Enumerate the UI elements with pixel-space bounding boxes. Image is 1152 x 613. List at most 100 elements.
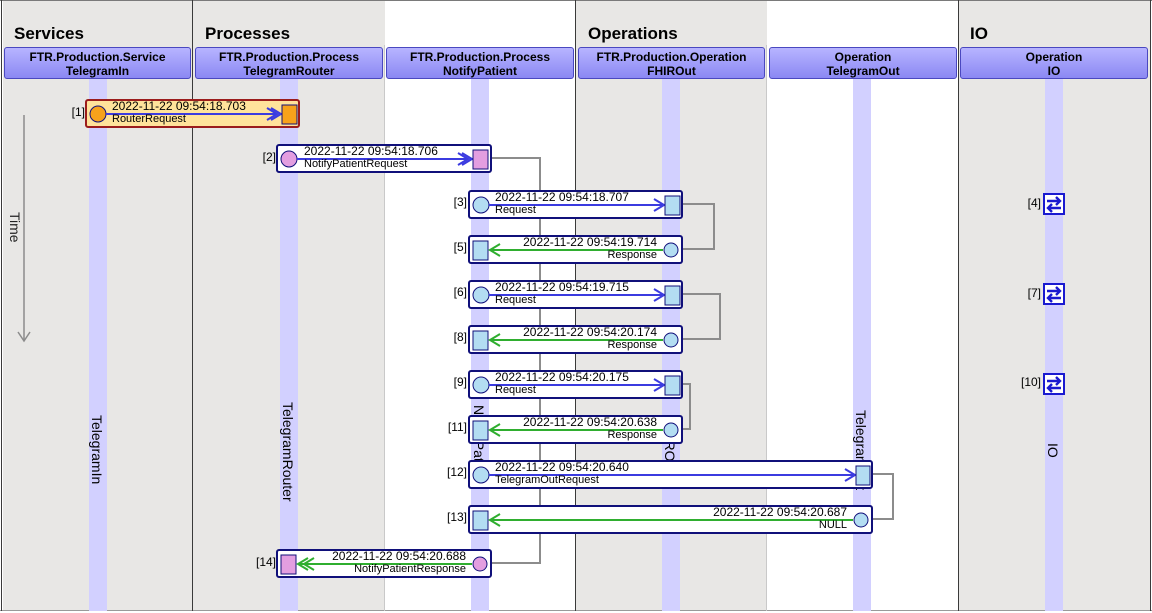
column-separator bbox=[384, 45, 385, 611]
message-timestamp: 2022-11-22 09:54:19.714 bbox=[523, 235, 657, 249]
message-index: [6] bbox=[453, 285, 467, 299]
message-index: [2] bbox=[262, 150, 276, 164]
column-header-telegramrouter[interactable]: FTR.Production.Process TelegramRouter bbox=[195, 47, 383, 79]
call-connector bbox=[683, 203, 715, 250]
call-connector bbox=[683, 383, 691, 430]
group-title-services: Services bbox=[14, 24, 84, 43]
message-name: Response bbox=[607, 429, 657, 441]
top-border bbox=[0, 0, 1152, 1]
message-graphic bbox=[472, 420, 679, 441]
message-timestamp: 2022-11-22 09:54:20.688 bbox=[332, 549, 466, 563]
message-name: NULL bbox=[818, 519, 847, 531]
message-index: [5] bbox=[453, 240, 467, 254]
message-name: RouterRequest bbox=[112, 113, 186, 125]
message-telegramout-request[interactable]: 2022-11-22 09:54:20.640 TelegramOutReque… bbox=[468, 460, 873, 489]
target-endpoint bbox=[281, 104, 298, 125]
request-arrowhead bbox=[266, 107, 283, 121]
group-title-operations: Operations bbox=[588, 24, 678, 43]
call-connector bbox=[873, 473, 894, 520]
source-endpoint bbox=[663, 422, 679, 438]
message-index: [12] bbox=[446, 465, 467, 479]
message-notifypatient-response[interactable]: 2022-11-22 09:54:20.688 NotifyPatientRes… bbox=[276, 549, 492, 578]
lifeline-label-telegramrouter: TelegramRouter bbox=[280, 402, 296, 502]
response-arrowhead bbox=[488, 423, 501, 437]
call-connector bbox=[683, 293, 721, 340]
column-header-line2: NotifyPatient bbox=[442, 64, 517, 78]
column-header-line2: TelegramRouter bbox=[243, 64, 335, 78]
message-timestamp: 2022-11-22 09:54:19.715 bbox=[495, 280, 629, 294]
right-border bbox=[1150, 0, 1151, 611]
response-arrowhead bbox=[296, 557, 315, 571]
message-name: Request bbox=[495, 204, 536, 216]
column-header-telegramout[interactable]: Operation TelegramOut bbox=[769, 47, 957, 79]
source-endpoint bbox=[89, 105, 107, 123]
message-name: Response bbox=[607, 339, 657, 351]
message-graphic bbox=[472, 195, 681, 216]
message-graphic bbox=[472, 285, 681, 306]
message-name: TelegramOutRequest bbox=[495, 474, 599, 486]
message-router-request[interactable]: 2022-11-22 09:54:18.703 RouterRequest bbox=[85, 99, 300, 128]
target-endpoint bbox=[664, 285, 681, 306]
group-title-io: IO bbox=[970, 24, 988, 43]
column-header-io[interactable]: Operation IO bbox=[960, 47, 1148, 79]
column-header-fhirout[interactable]: FTR.Production.Operation FHIROut bbox=[578, 47, 765, 79]
message-graphic bbox=[472, 510, 869, 531]
lifeline-label-io: IO bbox=[1045, 443, 1061, 458]
response-arrowhead bbox=[488, 333, 501, 347]
message-fhir-response[interactable]: 2022-11-22 09:54:20.638 Response bbox=[468, 415, 683, 444]
message-index: [9] bbox=[453, 375, 467, 389]
message-name: Request bbox=[495, 294, 536, 306]
group-title-processes: Processes bbox=[205, 24, 291, 43]
message-fhir-response[interactable]: 2022-11-22 09:54:19.714 Response bbox=[468, 235, 683, 264]
column-header-line2: TelegramOut bbox=[826, 64, 900, 78]
column-header-line1: FTR.Production.Service bbox=[29, 50, 166, 64]
column-separator bbox=[766, 45, 767, 611]
source-endpoint bbox=[472, 286, 490, 304]
group-separator-processes bbox=[192, 0, 193, 611]
message-graphic bbox=[472, 240, 679, 261]
message-timestamp: 2022-11-22 09:54:20.174 bbox=[523, 325, 657, 339]
group-separator-io bbox=[958, 0, 959, 611]
exchange-arrows-icon[interactable] bbox=[1043, 283, 1065, 305]
call-connector bbox=[492, 157, 541, 564]
exchange-arrows-icon[interactable] bbox=[1043, 193, 1065, 215]
message-graphic bbox=[280, 149, 489, 170]
source-endpoint bbox=[472, 196, 490, 214]
bottom-border bbox=[0, 610, 1152, 611]
message-index: [3] bbox=[453, 195, 467, 209]
column-header-line1: FTR.Production.Process bbox=[218, 50, 360, 64]
exchange-arrows-icon[interactable] bbox=[1043, 373, 1065, 395]
lifeline-telegramin bbox=[89, 79, 107, 611]
request-arrowhead bbox=[653, 198, 666, 212]
lifeline-telegramrouter bbox=[280, 79, 298, 611]
message-fhir-request[interactable]: 2022-11-22 09:54:18.707 Request bbox=[468, 190, 683, 219]
message-telegramout-response[interactable]: 2022-11-22 09:54:20.687 NULL bbox=[468, 505, 873, 534]
message-name: NotifyPatientRequest bbox=[304, 158, 408, 170]
io-event-index: [7] bbox=[1027, 286, 1041, 300]
message-index: [11] bbox=[447, 420, 467, 434]
message-graphic bbox=[280, 554, 488, 575]
message-index: [13] bbox=[446, 510, 467, 524]
request-arrowhead bbox=[653, 378, 666, 392]
request-arrowhead bbox=[457, 152, 474, 166]
column-header-line2: FHIROut bbox=[647, 64, 696, 78]
message-timestamp: 2022-11-22 09:54:20.687 bbox=[713, 505, 847, 519]
message-graphic bbox=[89, 104, 298, 125]
message-fhir-request[interactable]: 2022-11-22 09:54:19.715 Request bbox=[468, 280, 683, 309]
message-name: NotifyPatientResponse bbox=[354, 563, 466, 575]
message-timestamp: 2022-11-22 09:54:20.640 bbox=[495, 460, 629, 474]
message-timestamp: 2022-11-22 09:54:20.175 bbox=[495, 370, 629, 384]
message-index: [1] bbox=[71, 105, 85, 119]
message-notifypatient-request[interactable]: 2022-11-22 09:54:18.706 NotifyPatientReq… bbox=[276, 144, 492, 173]
message-index: [8] bbox=[453, 330, 467, 344]
column-header-line1: Operation bbox=[834, 50, 892, 64]
column-header-telegramin[interactable]: FTR.Production.Service TelegramIn bbox=[4, 47, 191, 79]
column-header-notifypatient[interactable]: FTR.Production.Process NotifyPatient bbox=[386, 47, 574, 79]
column-header-line1: FTR.Production.Process bbox=[409, 50, 551, 64]
target-endpoint bbox=[664, 375, 681, 396]
request-arrowhead bbox=[653, 288, 666, 302]
message-fhir-response[interactable]: 2022-11-22 09:54:20.174 Response bbox=[468, 325, 683, 354]
message-fhir-request[interactable]: 2022-11-22 09:54:20.175 Request bbox=[468, 370, 683, 399]
target-endpoint bbox=[472, 330, 489, 351]
